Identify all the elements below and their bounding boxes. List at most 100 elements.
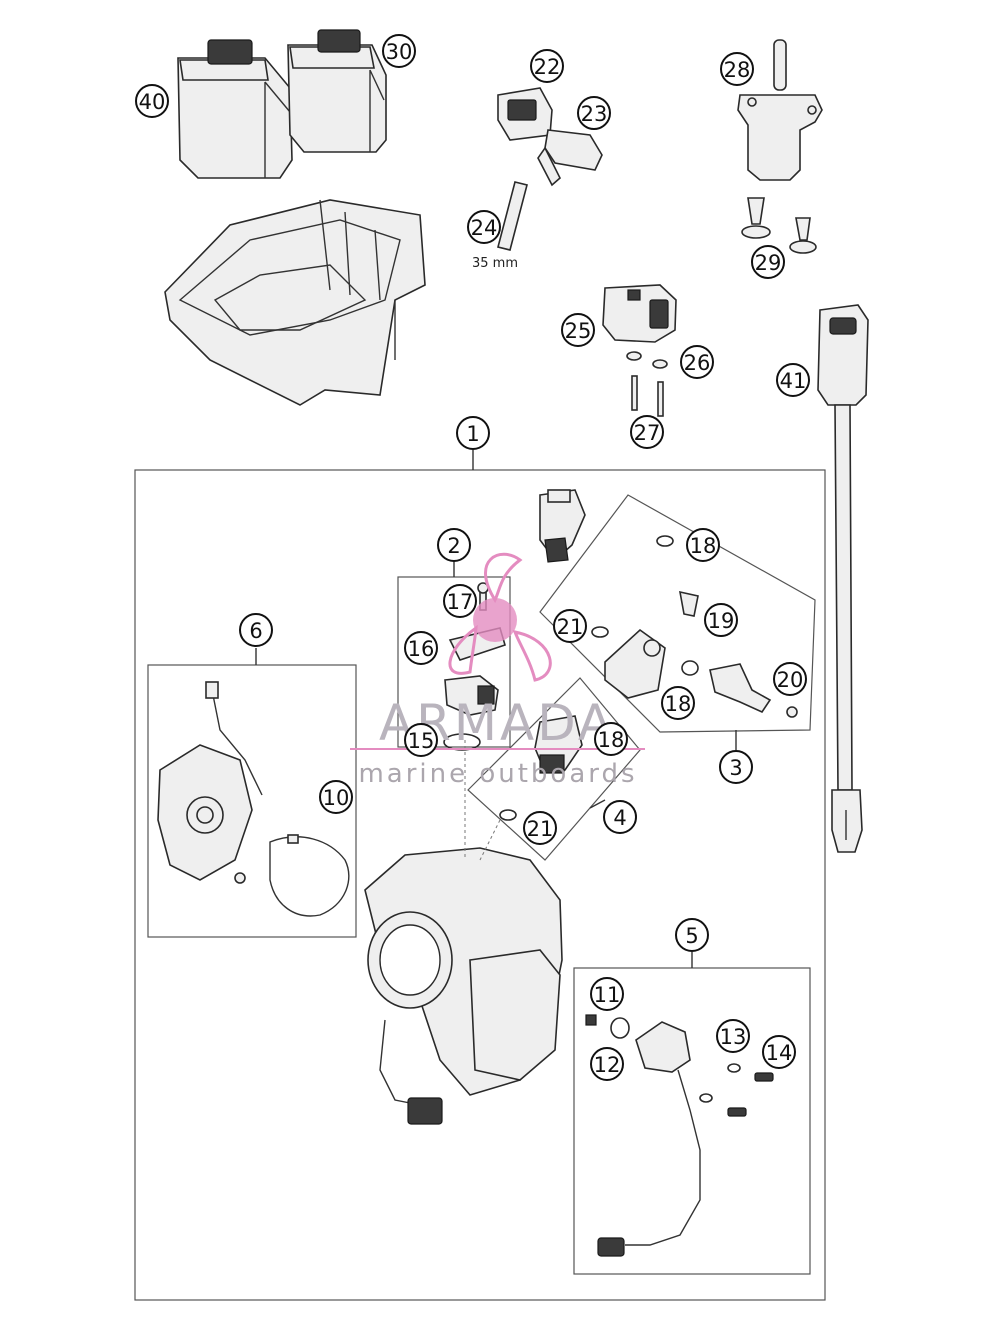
- callout-number: 19: [708, 609, 735, 633]
- callout-circle: [561, 313, 595, 347]
- callout-circle: [443, 584, 477, 618]
- screw-17: [477, 582, 489, 611]
- hose-length-label: 35 mm: [472, 256, 518, 271]
- callout-c26: 26: [680, 345, 714, 379]
- callout-c18b: 18: [661, 686, 695, 720]
- callout-number: 24: [471, 216, 498, 240]
- callout-number: 14: [766, 1041, 793, 1065]
- sensor-23: [537, 129, 603, 187]
- sensor-5: [597, 1021, 701, 1257]
- callout-number: 20: [777, 668, 804, 692]
- callout-circle: [762, 1035, 796, 1069]
- callout-number: 18: [598, 728, 625, 752]
- callout-circle: [530, 49, 564, 83]
- callout-c2: 2: [437, 528, 471, 562]
- callout-c5: 5: [675, 918, 709, 952]
- callout-c24: 24: [467, 210, 501, 244]
- callout-circle: [590, 1047, 624, 1081]
- callout-c19: 19: [704, 603, 738, 637]
- callout-circle: [680, 345, 714, 379]
- washer-13: [699, 1063, 741, 1103]
- ecu-unit-40: [177, 39, 293, 179]
- nut-11: [585, 1014, 597, 1026]
- callout-number: 26: [684, 351, 711, 375]
- callout-number: 27: [634, 421, 661, 445]
- callout-c21b: 21: [523, 811, 557, 845]
- throttle-body: [364, 740, 563, 1125]
- callout-c17: 17: [443, 584, 477, 618]
- callout-number: 10: [323, 786, 350, 810]
- callout-c29: 29: [751, 245, 785, 279]
- callout-c21a: 21: [553, 609, 587, 643]
- callout-circle: [577, 96, 611, 130]
- callout-circle: [135, 84, 169, 118]
- callout-circle: [686, 528, 720, 562]
- callout-number: 16: [408, 637, 435, 661]
- ecu-unit-30: [287, 29, 387, 153]
- fuel-pressure-part: [604, 628, 666, 699]
- callout-number: 22: [534, 55, 561, 79]
- callout-c18a: 18: [686, 528, 720, 562]
- sensor-28: [737, 39, 823, 181]
- fitting-20: [709, 663, 798, 718]
- callout-circle: [319, 780, 353, 814]
- callout-number: 2: [447, 534, 460, 558]
- callout-circle: [603, 800, 637, 834]
- gasket-10: [269, 834, 350, 917]
- callout-circle: [719, 750, 753, 784]
- washers-26: [626, 351, 668, 369]
- o-ring-12: [610, 1017, 630, 1039]
- callout-number: 15: [408, 729, 435, 753]
- callout-c16: 16: [404, 631, 438, 665]
- callout-number: 5: [685, 924, 698, 948]
- sealing-ring-18a: [656, 535, 674, 547]
- callout-circle: [437, 528, 471, 562]
- callout-markers: 1234561011121314151617181818192021212223…: [135, 34, 810, 1081]
- callout-number: 1: [466, 422, 479, 446]
- screw-19: [678, 590, 699, 617]
- callout-c3: 3: [719, 750, 753, 784]
- harness-41: [817, 304, 869, 853]
- injector-upper: [539, 489, 586, 563]
- callout-circle: [773, 662, 807, 696]
- callout-c27: 27: [630, 415, 664, 449]
- callout-number: 21: [557, 615, 584, 639]
- callout-number: 13: [720, 1025, 747, 1049]
- hose-24: [497, 181, 528, 251]
- callout-circle: [630, 415, 664, 449]
- callout-circle: [456, 416, 490, 450]
- callout-circle: [776, 363, 810, 397]
- sensor-22: [497, 87, 553, 141]
- sensor-plug: [444, 675, 499, 716]
- sealing-ring-21a: [591, 626, 609, 638]
- sealing-ring-21b: [499, 809, 517, 821]
- watermark-subtitle: marine outboards: [358, 759, 637, 789]
- callout-circle: [523, 811, 557, 845]
- callout-circle: [404, 631, 438, 665]
- callout-c23: 23: [577, 96, 611, 130]
- ecu-holder-tray: [164, 199, 426, 406]
- callout-number: 18: [665, 692, 692, 716]
- callout-circle: [382, 34, 416, 68]
- callout-number: 29: [755, 251, 782, 275]
- callout-number: 3: [729, 756, 742, 780]
- callout-circle: [404, 723, 438, 757]
- subassembly-3-frame: [539, 494, 816, 733]
- callout-c41: 41: [776, 363, 810, 397]
- callout-number: 11: [594, 983, 621, 1007]
- callout-circle: [675, 918, 709, 952]
- callout-circle: [720, 52, 754, 86]
- callout-c12: 12: [590, 1047, 624, 1081]
- callout-number: 25: [565, 319, 592, 343]
- callout-circle: [704, 603, 738, 637]
- callout-circle: [751, 245, 785, 279]
- callout-c6: 6: [239, 613, 273, 647]
- callout-circle: [594, 722, 628, 756]
- callout-c1: 1: [456, 416, 490, 450]
- callout-number: 28: [724, 58, 751, 82]
- sensor-25: [602, 284, 677, 343]
- callout-number: 41: [780, 369, 807, 393]
- watermark-logo: [448, 552, 552, 682]
- assembly-1-frame: [134, 469, 826, 1301]
- callout-c40: 40: [135, 84, 169, 118]
